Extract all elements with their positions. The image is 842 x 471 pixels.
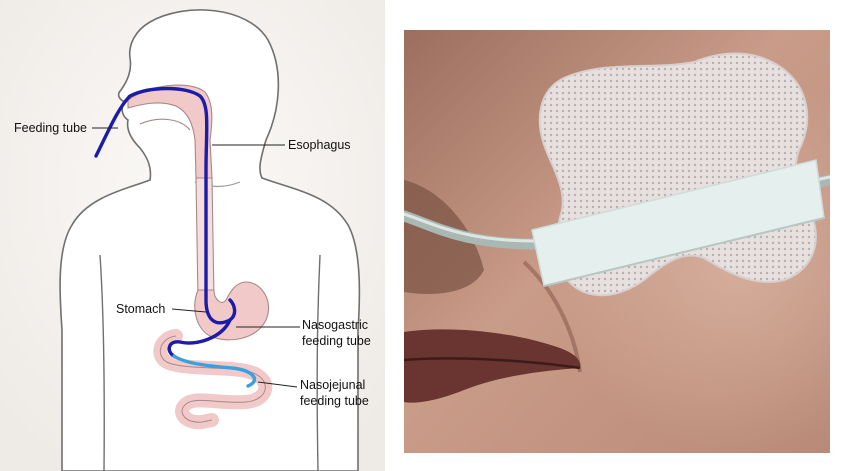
label-nasogastric-line2: feeding tube xyxy=(302,334,371,348)
nasal-dressing-photo xyxy=(404,30,830,453)
label-nasojejunal-line1: Nasojejunal xyxy=(300,378,365,392)
label-esophagus: Esophagus xyxy=(288,138,351,152)
label-stomach: Stomach xyxy=(116,302,165,316)
anatomy-svg: Feeding tube Esophagus Stomach Nasogastr… xyxy=(0,0,385,471)
anatomy-illustration: Feeding tube Esophagus Stomach Nasogastr… xyxy=(0,0,385,471)
label-nasojejunal-line2: feeding tube xyxy=(300,394,369,408)
label-feeding-tube: Feeding tube xyxy=(14,121,87,135)
label-nasogastric-line1: Nasogastric xyxy=(302,318,368,332)
photo-svg xyxy=(404,30,830,453)
